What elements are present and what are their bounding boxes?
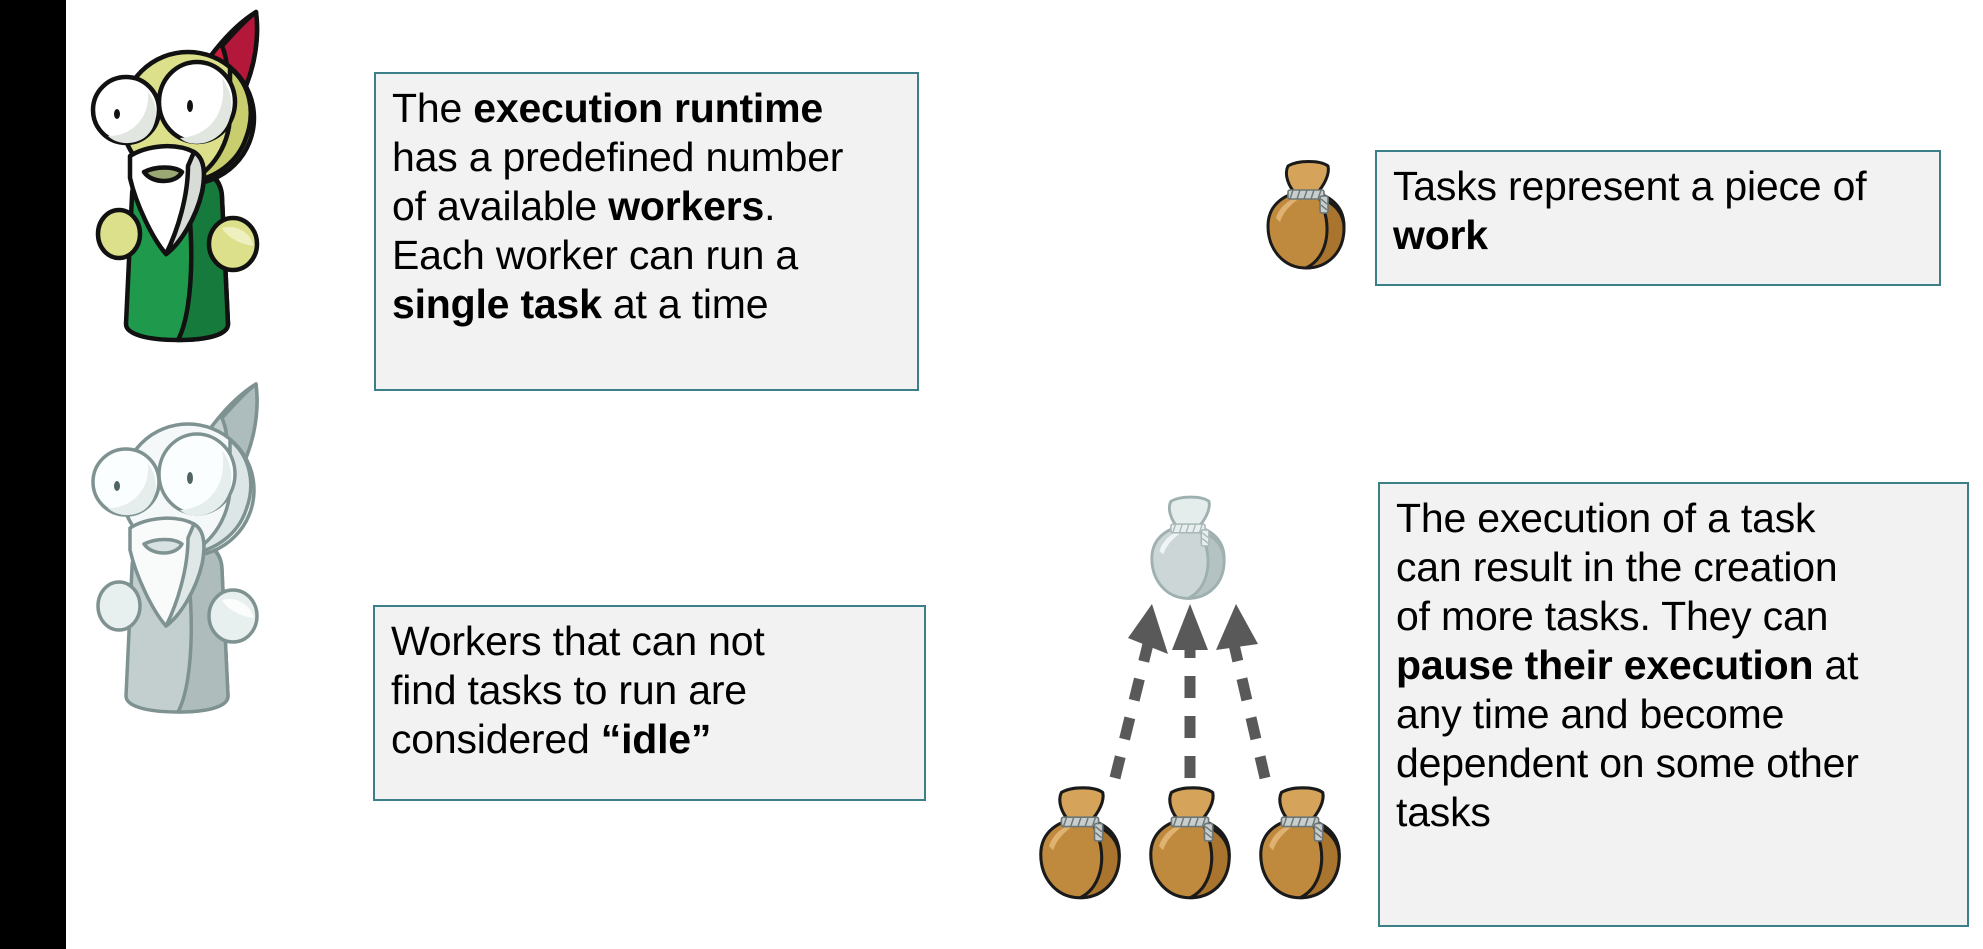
callout-text: of available bbox=[392, 183, 609, 229]
left-black-bar bbox=[0, 0, 66, 949]
gnome-worker-active-icon bbox=[90, 9, 260, 343]
callout-text: The bbox=[392, 85, 474, 131]
callout-text: Each worker can run a bbox=[392, 232, 799, 278]
task-bag-icon bbox=[1149, 786, 1231, 900]
callout-line: Workers that can not bbox=[391, 617, 910, 666]
callout-emphasis: work bbox=[1393, 212, 1488, 258]
callout-line: has a predefined number bbox=[392, 133, 903, 182]
callout-emphasis: “idle” bbox=[600, 716, 712, 762]
task-bag-icon bbox=[1039, 786, 1121, 900]
callout-line: pause their execution at bbox=[1396, 641, 1953, 690]
callout-text: at bbox=[1813, 642, 1859, 688]
callout-text: find tasks to run are bbox=[391, 667, 747, 713]
callout-line: The execution runtime bbox=[392, 84, 903, 133]
callout-line: considered “idle” bbox=[391, 715, 910, 764]
callout-line: tasks bbox=[1396, 788, 1953, 837]
callout-text: considered bbox=[391, 716, 601, 762]
callout-text: Workers that can not bbox=[391, 618, 765, 664]
arrowhead-right bbox=[1216, 604, 1258, 650]
callout-text: The execution of a task bbox=[1396, 495, 1816, 541]
callout-text: . bbox=[764, 183, 776, 229]
callout-emphasis: pause their execution bbox=[1396, 642, 1814, 688]
arrowhead-center bbox=[1172, 604, 1208, 650]
paused-task-bag-icon bbox=[1150, 495, 1226, 600]
callout-emphasis: single task bbox=[392, 281, 602, 327]
callout-line: of available workers. bbox=[392, 182, 903, 231]
callout-text: has a predefined number bbox=[392, 134, 844, 180]
callout-text: dependent on some other bbox=[1396, 740, 1859, 786]
callout-emphasis: workers bbox=[608, 183, 765, 229]
arrowhead-left bbox=[1128, 604, 1168, 654]
callout-line: single task at a time bbox=[392, 280, 903, 329]
task-bag-icon bbox=[1266, 160, 1346, 270]
callout-line: Tasks represent a piece of bbox=[1393, 162, 1925, 211]
callout-line: dependent on some other bbox=[1396, 739, 1953, 788]
callout-text: tasks bbox=[1396, 789, 1491, 835]
dependency-arrow-group bbox=[1109, 604, 1271, 780]
callout-text: of more tasks. They can bbox=[1396, 593, 1829, 639]
task-bag-icon bbox=[1259, 786, 1341, 900]
callout-text: can result in the creation bbox=[1396, 544, 1838, 590]
callout-line: Each worker can run a bbox=[392, 231, 903, 280]
callout-line: The execution of a task bbox=[1396, 494, 1953, 543]
dependency-arrow-right bbox=[1226, 634, 1271, 780]
callout-text: any time and become bbox=[1396, 691, 1785, 737]
callout-text: Tasks represent a piece of bbox=[1393, 163, 1867, 209]
callout-line: any time and become bbox=[1396, 690, 1953, 739]
callout-emphasis: execution runtime bbox=[473, 85, 823, 131]
gnome-worker-idle-icon bbox=[91, 382, 259, 714]
callout-line: of more tasks. They can bbox=[1396, 592, 1953, 641]
callout-line: work bbox=[1393, 211, 1925, 260]
callout-line: find tasks to run are bbox=[391, 666, 910, 715]
callout-line: can result in the creation bbox=[1396, 543, 1953, 592]
dependency-arrow-left bbox=[1109, 634, 1156, 780]
callout-text: at a time bbox=[601, 281, 769, 327]
